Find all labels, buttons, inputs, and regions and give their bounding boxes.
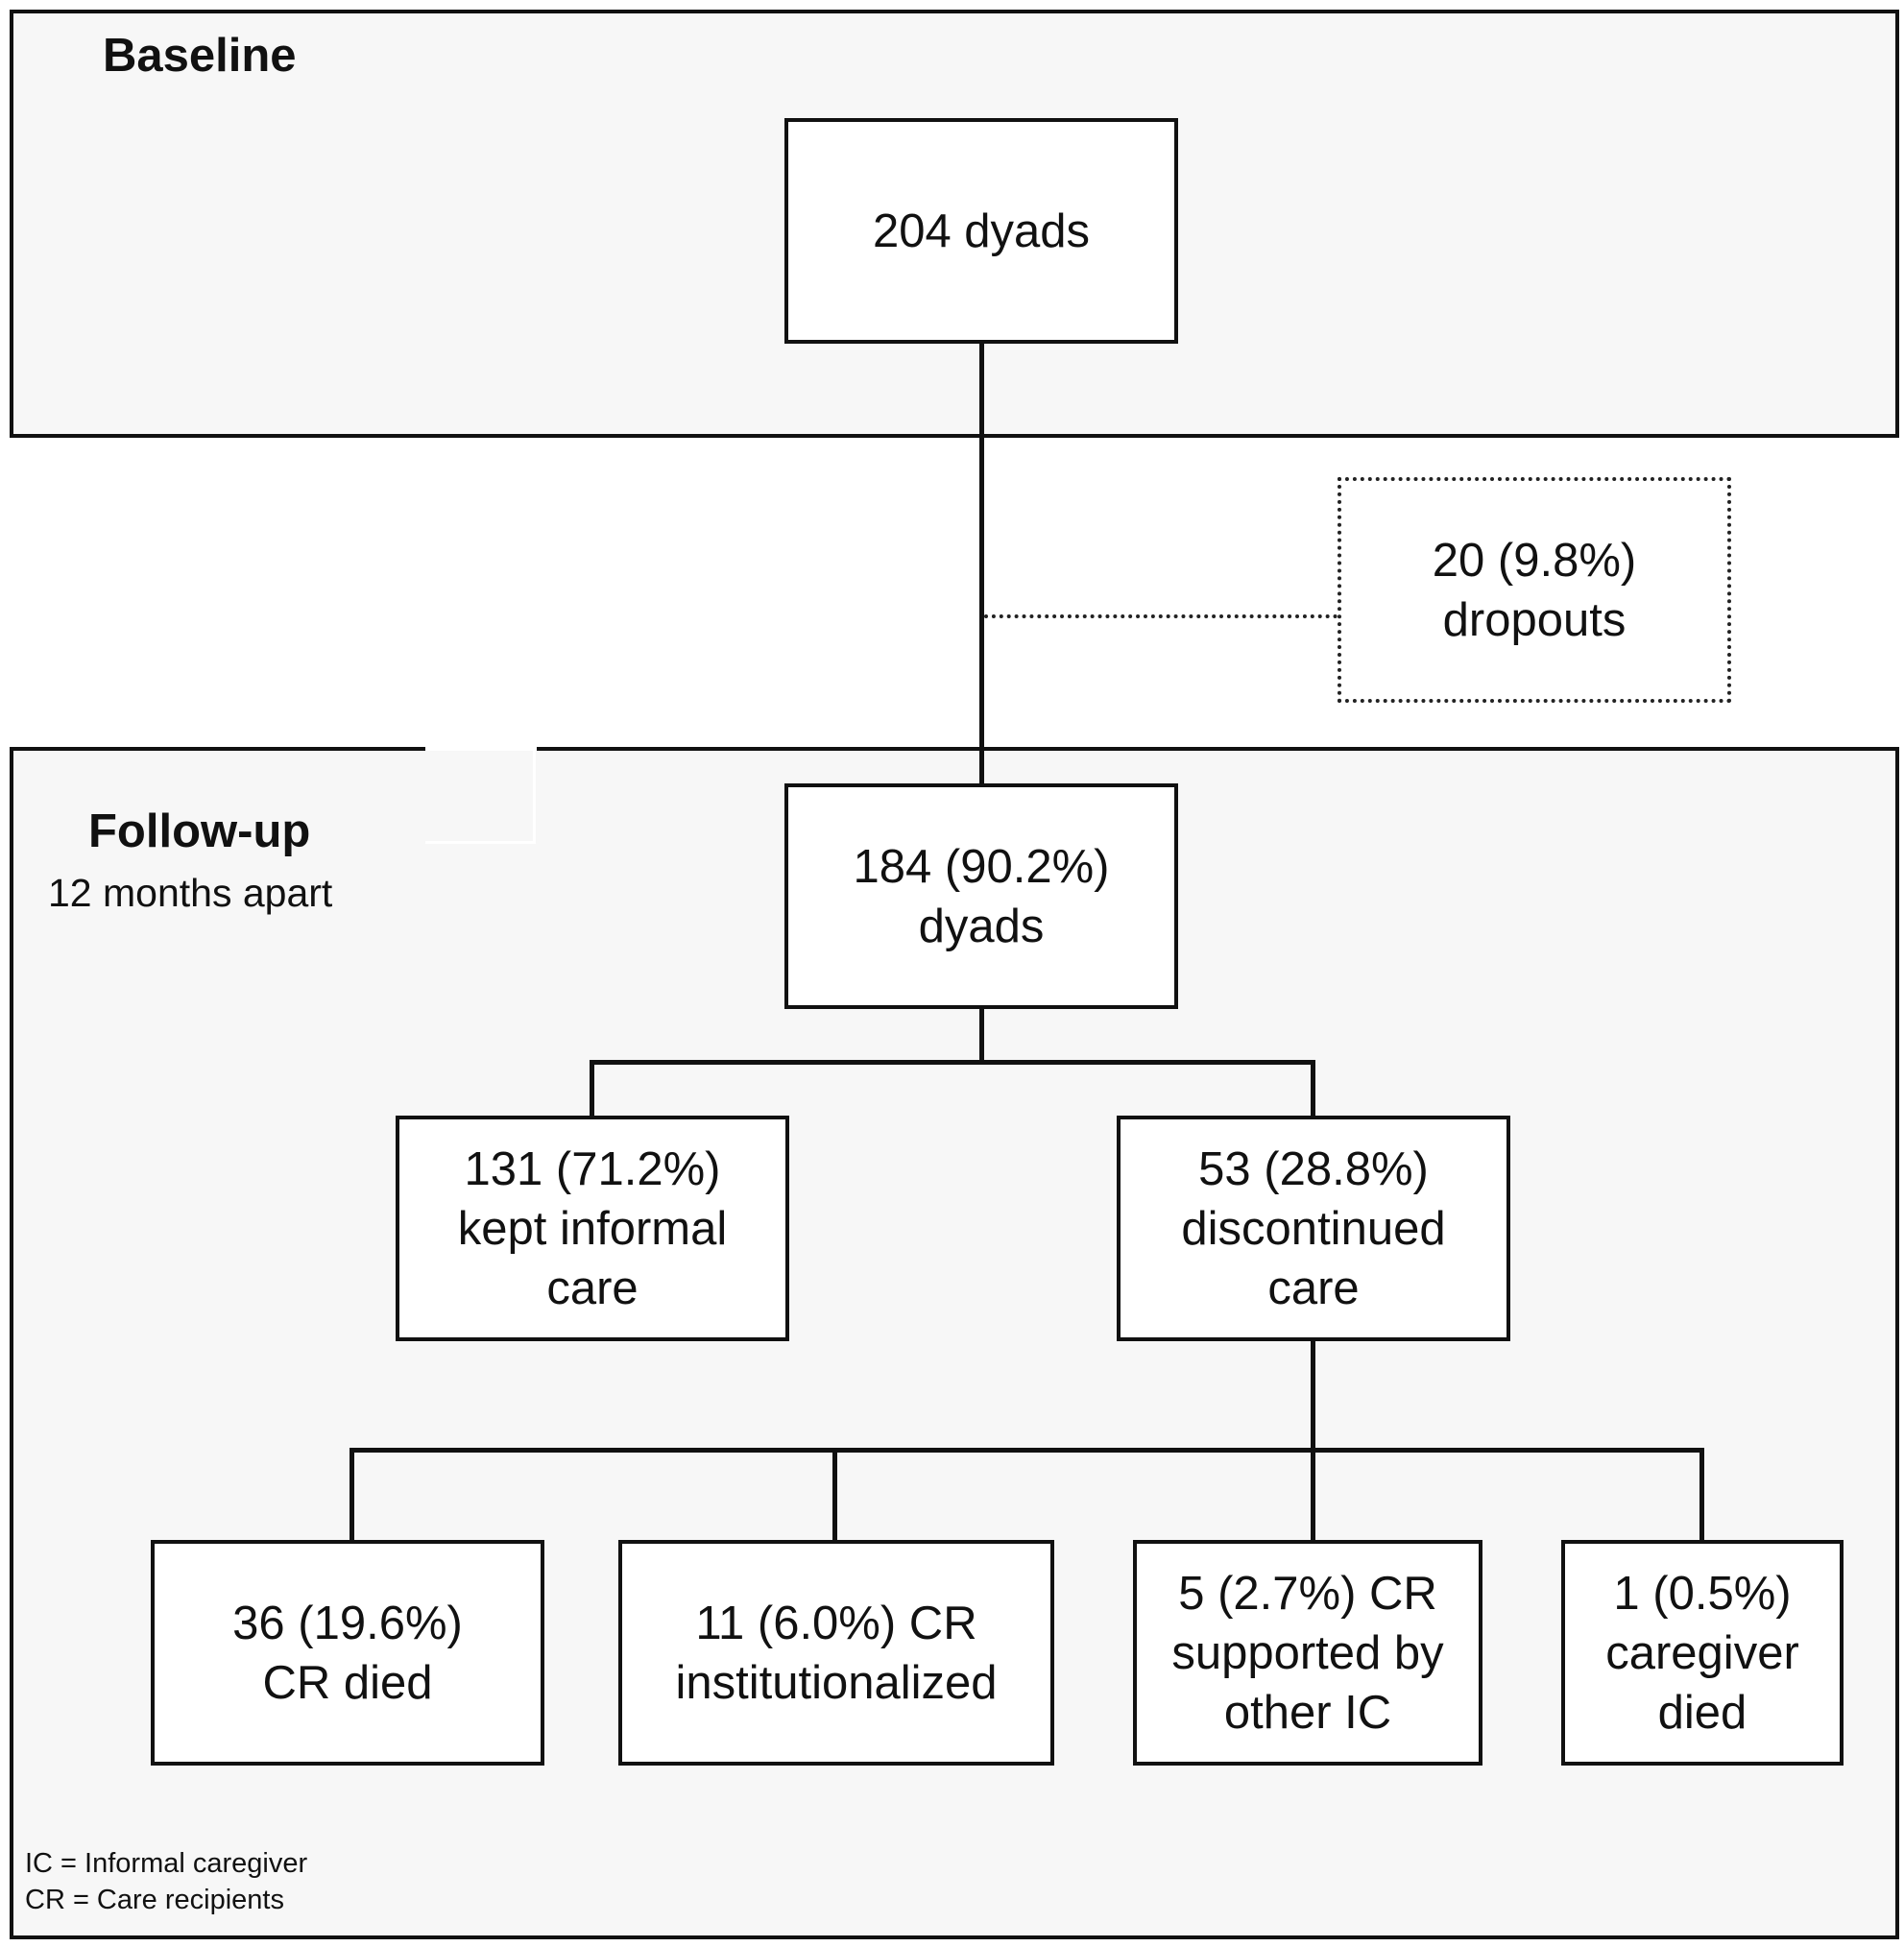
node-kept-care-text: 131 (71.2%) kept informal care	[457, 1142, 728, 1314]
node-cr-other-ic: 5 (2.7%) CR supported by other IC	[1133, 1540, 1482, 1766]
node-cr-died: 36 (19.6%) CR died	[151, 1540, 544, 1766]
connector-split-horizontal	[590, 1060, 1315, 1065]
connector-reasons-horizontal	[349, 1448, 1704, 1453]
node-cr-institutionalized-text: 11 (6.0%) CR institutionalized	[675, 1597, 998, 1709]
legend: IC = Informal caregiver CR = Care recipi…	[25, 1845, 307, 1918]
connector-to-caregiver-died	[1699, 1448, 1704, 1544]
node-cr-died-text: 36 (19.6%) CR died	[232, 1597, 463, 1709]
node-discontinued-care: 53 (28.8%) discontinued care	[1117, 1116, 1510, 1341]
connector-to-institutionalized	[832, 1448, 837, 1544]
section-border-gap	[425, 747, 537, 751]
connector-baseline-followup	[979, 342, 984, 787]
node-baseline-dyads: 204 dyads	[784, 118, 1178, 344]
connector-to-cr-died	[349, 1448, 354, 1544]
section-border-tick	[533, 747, 536, 843]
connector-discontinued-down	[1311, 1340, 1315, 1544]
node-kept-care: 131 (71.2%) kept informal care	[396, 1116, 789, 1341]
baseline-title: Baseline	[103, 30, 297, 82]
connector-followup-split	[979, 1006, 984, 1064]
node-baseline-dyads-text: 204 dyads	[872, 204, 1091, 257]
node-followup-dyads-text: 184 (90.2%) dyads	[853, 840, 1110, 952]
node-cr-institutionalized: 11 (6.0%) CR institutionalized	[618, 1540, 1054, 1766]
connector-dropouts	[984, 614, 1338, 618]
legend-cr: CR = Care recipients	[25, 1885, 284, 1915]
node-followup-dyads: 184 (90.2%) dyads	[784, 783, 1178, 1009]
node-dropouts: 20 (9.8%) dropouts	[1338, 477, 1731, 703]
connector-to-kept	[590, 1060, 594, 1119]
node-dropouts-text: 20 (9.8%) dropouts	[1432, 534, 1637, 646]
connector-to-discontinued	[1311, 1060, 1315, 1119]
node-caregiver-died-text: 1 (0.5%) caregiver died	[1605, 1567, 1799, 1739]
node-cr-other-ic-text: 5 (2.7%) CR supported by other IC	[1171, 1567, 1444, 1739]
node-discontinued-care-text: 53 (28.8%) discontinued care	[1181, 1142, 1446, 1314]
legend-ic: IC = Informal caregiver	[25, 1848, 308, 1879]
followup-subtitle: 12 months apart	[48, 871, 333, 915]
section-border-tick-h	[425, 841, 536, 844]
node-caregiver-died: 1 (0.5%) caregiver died	[1561, 1540, 1844, 1766]
followup-title: Follow-up	[88, 805, 311, 857]
